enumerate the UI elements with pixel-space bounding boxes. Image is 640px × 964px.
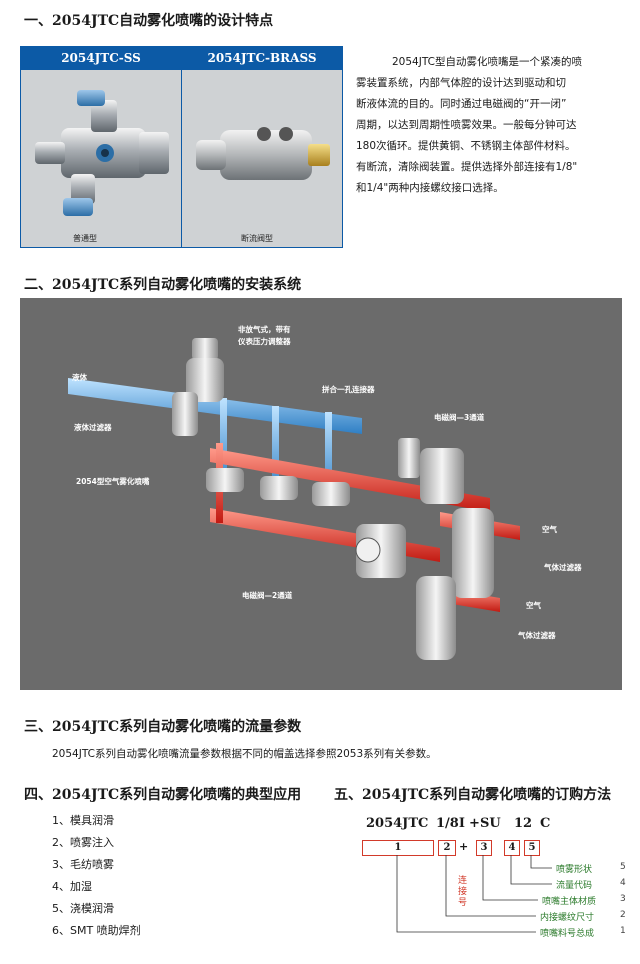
order-code-diagram: 2054JTC 1/8I + SU 12 C 1 2 + 3 4 5 连 接 号… (352, 812, 640, 962)
caption-standard: 普通型 (73, 234, 97, 243)
label-regulator: 非放气式，带有 仪表压力调整器 (238, 325, 291, 346)
label-liquid: 液体 (72, 373, 87, 382)
header-brass: 2054JTC-BRASS (182, 47, 342, 70)
header-ss: 2054JTC-SS (21, 47, 181, 70)
desc-line: 断液体流的目的。同时通过电磁阀的“开一闭” (356, 98, 567, 110)
label-liquid-filter: 液体过滤器 (74, 423, 112, 432)
label-nozzle: 2054型空气雾化喷嘴 (76, 477, 150, 486)
list-item: 5、浇模润滑 (52, 902, 114, 915)
legend-assembly: 喷嘴料号总成 (540, 929, 595, 939)
section3-title: 三、2054JTC系列自动雾化喷嘴的流量参数 (24, 719, 302, 735)
section3-text: 2054JTC系列自动雾化喷嘴流量参数根据不同的帽盖选择参照2053系列有关参数… (52, 748, 437, 760)
list-item: 4、加湿 (52, 880, 92, 893)
photo-brass-nozzle (182, 70, 342, 247)
list-item: 1、模具润滑 (52, 814, 114, 827)
section1-description: 2054JTC型自动雾化喷嘴是一个紧凑的喷 雾装置系统，内部气体腔的设计达到驱动… (356, 52, 636, 199)
desc-line: 2054JTC型自动雾化喷嘴是一个紧凑的喷 (392, 56, 582, 68)
installation-diagram: 非放气式，带有 仪表压力调整器 液体 液体过滤器 拼合一孔连接器 电磁阀—3通道… (20, 298, 622, 690)
box-4: 4 (504, 840, 520, 856)
legend-pattern: 喷雾形状 (556, 865, 593, 875)
desc-line: 有断流，清除阀装置。提供选择外部连接有1/8" (356, 161, 578, 173)
list-item: 3、毛纺喷雾 (52, 858, 114, 871)
box-3: 3 (476, 840, 492, 856)
label-air2: 空气 (526, 601, 541, 610)
label-valve3: 电磁阀—3通道 (434, 413, 485, 422)
code-plus: + (469, 816, 480, 831)
legend-material: 喷嘴主体材质 (542, 897, 597, 907)
code-flow: 12 (514, 816, 533, 831)
list-item: 6、SMT 喷助焊剂 (52, 924, 141, 937)
list-item: 2、喷雾注入 (52, 836, 114, 849)
section5-title: 五、2054JTC系列自动雾化喷嘴的订购方法 (334, 787, 612, 803)
applications-list: 1、模具润滑 2、喷雾注入 3、毛纺喷雾 4、加湿 5、浇模润滑 6、SMT 喷… (52, 810, 141, 942)
caption-shutoff: 断流阀型 (241, 234, 273, 243)
legend-num-4: 4 (620, 878, 626, 888)
code-pattern: C (540, 816, 551, 831)
desc-line: 和1/4"两种内接螺纹接口选择。 (356, 182, 504, 194)
label-gas-filter1: 气体过滤器 (544, 563, 582, 572)
code-material: SU (480, 816, 501, 831)
code-thread: 1/8I (436, 816, 465, 831)
label-gas-filter2: 气体过滤器 (518, 631, 556, 640)
legend-num-3: 3 (620, 894, 626, 904)
label-connector: 拼合一孔连接器 (322, 385, 375, 394)
section4-title: 四、2054JTC系列自动雾化喷嘴的典型应用 (24, 787, 302, 803)
legend-thread: 内接螺纹尺寸 (540, 913, 595, 923)
desc-line: 180次循环。提供黄铜、不锈钢主体部件材料。 (356, 140, 576, 152)
legend-num-1: 1 (620, 926, 626, 936)
desc-line: 雾装置系统，内部气体腔的设计达到驱动和切 (356, 77, 566, 89)
connector-label: 连 接 号 (458, 876, 468, 908)
label-air1: 空气 (542, 525, 557, 534)
code-model: 2054JTC (366, 816, 429, 831)
legend-num-5: 5 (620, 862, 626, 872)
section1-title: 一、2054JTC自动雾化喷嘴的设计特点 (24, 13, 274, 29)
legend-num-2: 2 (620, 910, 626, 920)
legend-flow: 流量代码 (556, 881, 593, 891)
product-table: 2054JTC-SS 2054JTC-BRASS 普通型 (20, 46, 343, 248)
label-valve2: 电磁阀—2通道 (242, 591, 293, 600)
box-plus: + (459, 840, 469, 853)
desc-line: 周期，以达到周期性喷雾效果。一般每分钟可达 (356, 119, 577, 131)
box-2: 2 (438, 840, 456, 856)
box-5: 5 (524, 840, 540, 856)
photo-ss-nozzle (21, 70, 181, 247)
section2-title: 二、2054JTC系列自动雾化喷嘴的安装系统 (24, 277, 302, 293)
box-1: 1 (362, 840, 434, 856)
